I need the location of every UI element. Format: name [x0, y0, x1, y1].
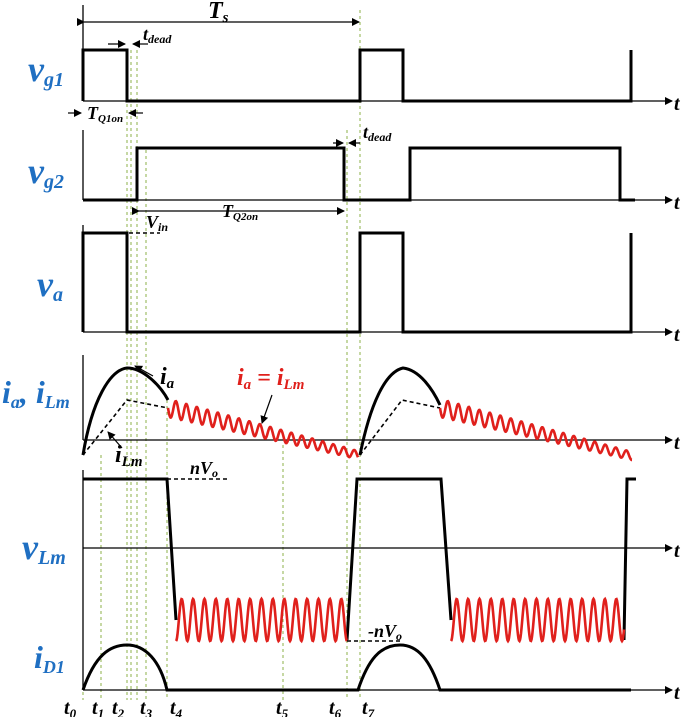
tick-t3: t3: [140, 697, 153, 717]
ia-ringing-2: [438, 399, 633, 462]
ts-label: Ts: [208, 0, 229, 26]
ia-pointer: [134, 365, 154, 377]
ilm-curve-2: [359, 399, 441, 456]
vin-label: Vin: [146, 212, 168, 234]
t-axis-label-va: t: [674, 324, 681, 346]
axis-t-labels: t t t t t t: [674, 93, 681, 704]
tdead-label-1: tdead: [143, 24, 172, 46]
tick-t1: t1: [92, 697, 104, 717]
t-axis-label-vg2: t: [674, 192, 681, 214]
id1-waveform: [81, 643, 631, 692]
ilm-pointer: [107, 431, 123, 449]
vlm-label: vLm: [22, 527, 66, 569]
vlm-ringing-2: [449, 596, 626, 644]
vg2-label: vg2: [28, 151, 64, 193]
t-axis-label-ia: t: [674, 432, 681, 454]
ilm-curve-label: iLm: [115, 442, 143, 470]
t-axis-label-vg1: t: [674, 93, 681, 115]
ia-equals-ilm-label: ia = iLm: [237, 365, 304, 393]
ia-curve-2: [358, 366, 442, 456]
tick-t6: t6: [329, 697, 342, 717]
ilm-curve: [82, 399, 169, 456]
ia-eq-pointer: [260, 394, 273, 424]
vg2-waveform: [83, 146, 635, 202]
tick-t2: t2: [112, 697, 125, 717]
tdead-label-2: tdead: [363, 122, 392, 144]
t-axis-label-id1: t: [674, 682, 681, 704]
va-waveform: [81, 231, 633, 334]
vg1-label: vg1: [28, 49, 64, 91]
tick-t7: t7: [362, 697, 375, 717]
tq1on-label: TQ1on: [87, 103, 123, 125]
ia-curve: [81, 366, 170, 456]
vg1-waveform: [81, 48, 633, 103]
tq2on-label: TQ2on: [222, 201, 258, 223]
signal-labels: vg1 vg2 va ia, iLm vLm iD1: [2, 49, 70, 677]
va-label: va: [37, 264, 63, 306]
axes: [82, 5, 673, 694]
time-guides: [82, 10, 361, 700]
id1-label: iD1: [34, 639, 65, 677]
time-tick-labels: t0 t1 t2 t3 t4 t5 t6 t7: [64, 697, 375, 717]
nvo-label: nVo: [190, 458, 218, 480]
tick-t0: t0: [64, 697, 77, 717]
ia-curve-label: ia: [160, 364, 175, 392]
tick-t4: t4: [170, 697, 183, 717]
t-axis-label-vlm: t: [674, 540, 681, 562]
ia-ilm-label: ia, iLm: [2, 374, 70, 412]
ia-ringing-1: [166, 399, 360, 459]
tick-t5: t5: [276, 697, 289, 717]
vlm-ringing-1: [174, 596, 349, 644]
annotation-labels: Ts tdead TQ1on tdead TQ2on Vin ia iLm ia…: [87, 0, 402, 643]
neg-nvo-label: -nVo: [368, 621, 402, 643]
dimension-marks: [68, 18, 360, 449]
